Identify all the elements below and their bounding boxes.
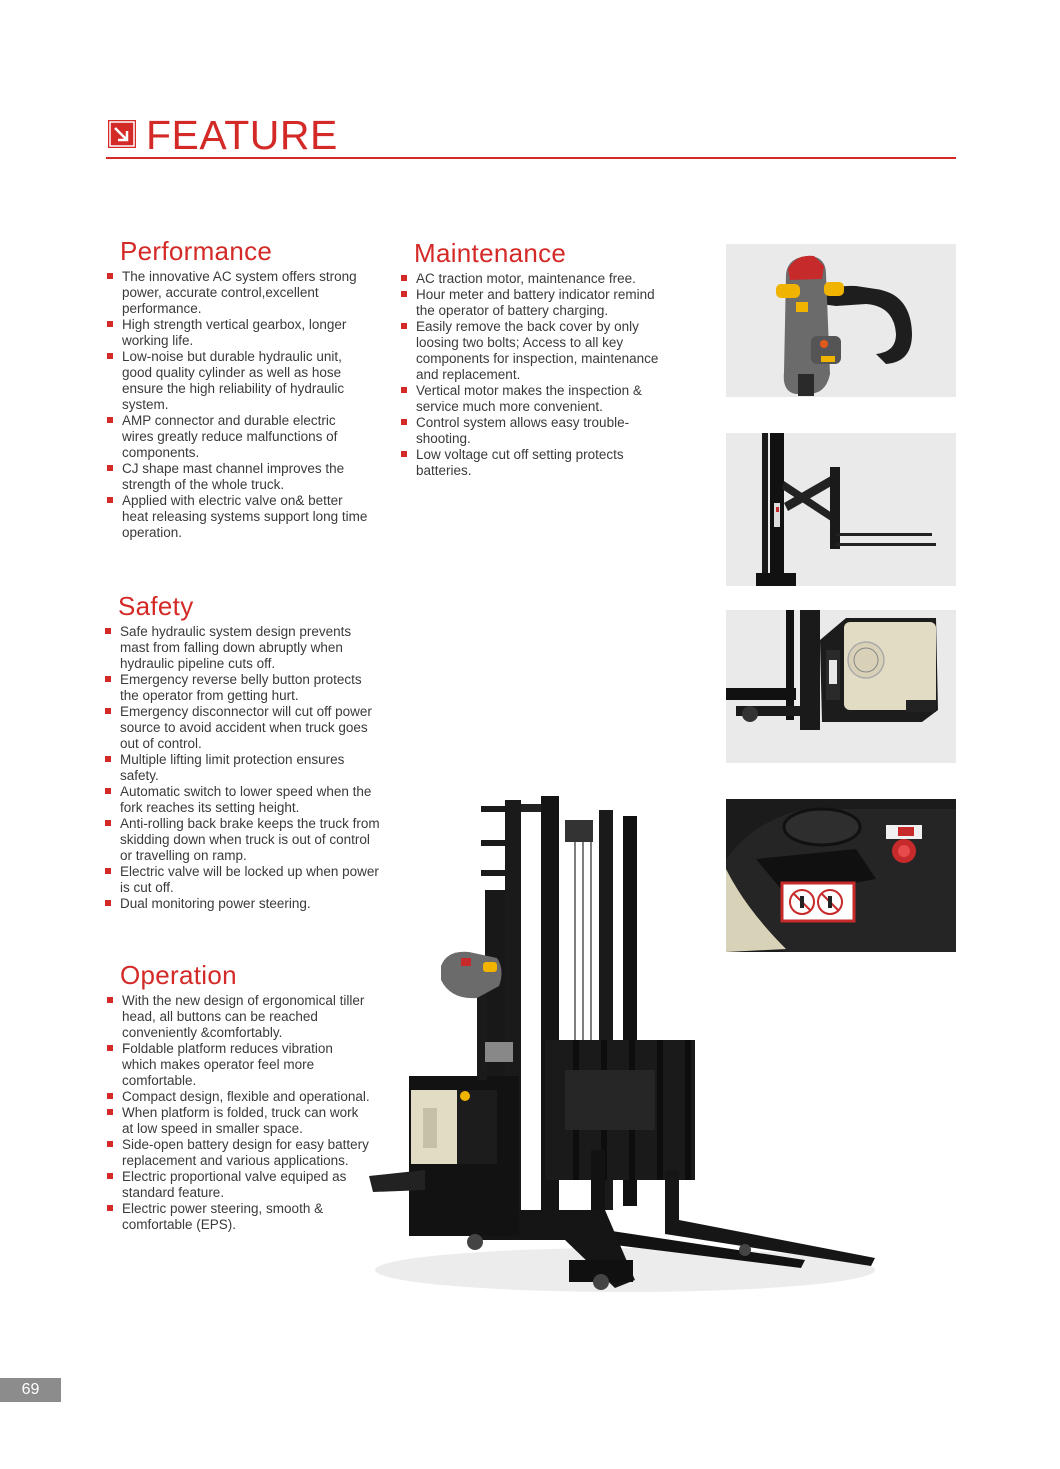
list-item: Compact design, flexible and operational… <box>106 1089 370 1105</box>
list-item: Hour meter and battery indicator remind … <box>400 287 670 319</box>
safety-list: Safe hydraulic system design prevents ma… <box>104 624 380 912</box>
list-item: Emergency reverse belly button protects … <box>104 672 380 704</box>
list-item: Anti-rolling back brake keeps the truck … <box>104 816 380 864</box>
list-item: Vertical motor makes the inspection & se… <box>400 383 670 415</box>
mast-photo <box>726 433 956 586</box>
list-item: Low-noise but durable hydraulic unit, go… <box>106 349 368 413</box>
performance-list: The innovative AC system offers strong p… <box>106 269 368 541</box>
maintenance-title: Maintenance <box>414 238 567 268</box>
list-item: Electric valve will be locked up when po… <box>104 864 380 896</box>
list-item: Applied with electric valve on& better h… <box>106 493 368 541</box>
operation-section: Operation With the new design of ergonom… <box>106 960 370 1233</box>
list-item: CJ shape mast channel improves the stren… <box>106 461 368 493</box>
page-number: 69 <box>0 1378 61 1402</box>
list-item: Multiple lifting limit protection ensure… <box>104 752 380 784</box>
list-item: When platform is folded, truck can work … <box>106 1105 370 1137</box>
list-item: Emergency disconnector will cut off powe… <box>104 704 380 752</box>
page-title: FEATURE <box>146 112 338 158</box>
list-item: Automatic switch to lower speed when the… <box>104 784 380 816</box>
list-item: With the new design of ergonomical tille… <box>106 993 370 1041</box>
tiller-head-photo <box>726 244 956 397</box>
list-item: Side-open battery design for easy batter… <box>106 1137 370 1169</box>
battery-compartment-photo <box>726 610 956 763</box>
page-header: FEATURE <box>106 112 956 162</box>
header-divider <box>106 157 956 159</box>
performance-title: Performance <box>120 236 273 266</box>
list-item: High strength vertical gearbox, longer w… <box>106 317 368 349</box>
list-item: Electric proportional valve equiped as s… <box>106 1169 370 1201</box>
list-item: The innovative AC system offers strong p… <box>106 269 368 317</box>
list-item: AC traction motor, maintenance free. <box>400 271 670 287</box>
list-item: Dual monitoring power steering. <box>104 896 380 912</box>
list-item: AMP connector and durable electric wires… <box>106 413 368 461</box>
operation-title: Operation <box>120 960 237 990</box>
safety-section: Safety Safe hydraulic system design prev… <box>104 591 380 912</box>
arrow-down-right-icon <box>108 120 136 148</box>
stacker-truck-illustration <box>365 790 885 1310</box>
safety-title: Safety <box>118 591 194 621</box>
list-item: Control system allows easy trouble-shoot… <box>400 415 670 447</box>
performance-section: Performance The innovative AC system off… <box>106 236 368 541</box>
maintenance-list: AC traction motor, maintenance free. Hou… <box>400 271 670 479</box>
maintenance-section: Maintenance AC traction motor, maintenan… <box>400 238 670 479</box>
list-item: Easily remove the back cover by only loo… <box>400 319 670 383</box>
operation-list: With the new design of ergonomical tille… <box>106 993 370 1233</box>
list-item: Foldable platform reduces vibration whic… <box>106 1041 370 1089</box>
list-item: Electric power steering, smooth & comfor… <box>106 1201 370 1233</box>
list-item: Low voltage cut off setting protects bat… <box>400 447 670 479</box>
operator-platform-photo <box>726 799 956 952</box>
list-item: Safe hydraulic system design prevents ma… <box>104 624 380 672</box>
